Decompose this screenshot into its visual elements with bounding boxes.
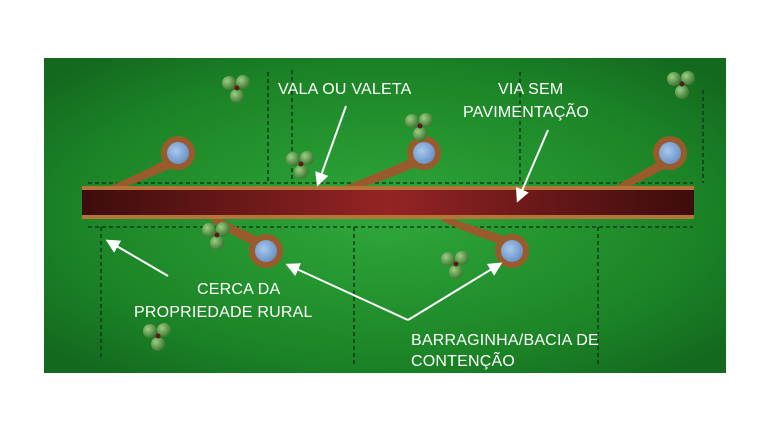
label-via-line1: VIA SEM <box>498 81 563 98</box>
basin-5 <box>495 234 529 268</box>
tree-cluster-7 <box>143 323 171 351</box>
arrow-cerca <box>105 239 169 277</box>
arrow-vala <box>315 105 347 187</box>
tree-cluster-4 <box>286 151 314 179</box>
label-via-line2: PAVIMENTAÇÃO <box>463 101 589 121</box>
tree-cluster-6 <box>441 251 469 279</box>
label-cerca-line2: PROPRIEDADE RURAL <box>134 304 313 321</box>
annotation-arrows <box>105 105 549 321</box>
label-barraginha-line1: BARRAGINHA/BACIA DE <box>411 332 599 349</box>
label-barraginha-line2: CONTENÇÃO <box>411 350 515 370</box>
basin-4 <box>249 234 283 268</box>
tree-cluster-5 <box>202 222 230 250</box>
basin-3 <box>653 136 687 170</box>
tree-cluster-2 <box>667 71 695 99</box>
tree-cluster-3 <box>405 113 433 141</box>
label-vala: VALA OU VALETA <box>278 81 412 98</box>
unpaved-road <box>82 186 694 219</box>
arrow-barraginha-left <box>285 263 409 321</box>
basin-1 <box>161 136 195 170</box>
tree-cluster-1 <box>222 75 250 103</box>
basin-2 <box>407 136 441 170</box>
fence-lower <box>88 226 693 365</box>
arrow-barraginha-right <box>407 262 503 321</box>
arrow-via <box>515 129 549 203</box>
label-cerca-line1: CERCA DA <box>197 281 281 298</box>
